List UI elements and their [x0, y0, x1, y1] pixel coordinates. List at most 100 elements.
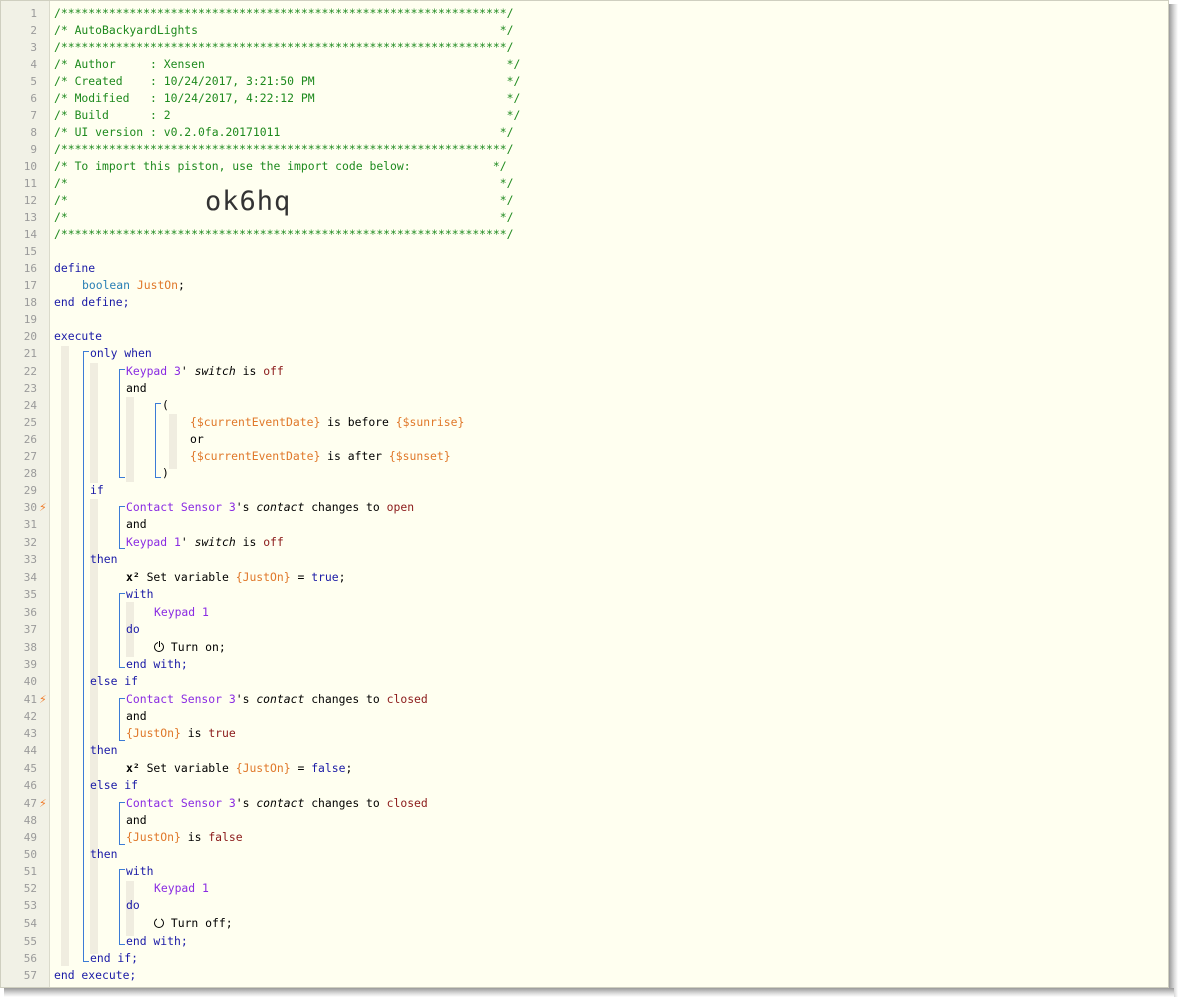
operator-is: is	[242, 364, 257, 378]
semicolon: ;	[178, 278, 185, 292]
window-shadow	[4, 988, 1174, 997]
line-number: 32	[23, 536, 37, 549]
variable-juston[interactable]: JustOn	[136, 278, 179, 292]
keyword-with[interactable]: with	[126, 864, 154, 878]
keyword-only-when[interactable]: only when	[90, 346, 152, 360]
bracket-bottom	[119, 662, 125, 668]
indent-guide	[126, 397, 134, 482]
keyword-else-if[interactable]: else if	[90, 778, 139, 792]
statement-turn-off[interactable]: Turn off;	[154, 915, 233, 932]
bracket-bottom	[83, 956, 89, 962]
possessive: 's	[235, 500, 250, 514]
window-shadow	[1169, 4, 1178, 997]
operator-equals: =	[297, 761, 305, 775]
bracket-bottom	[119, 472, 125, 478]
comment-line: /* UI version : v0.2.0fa.20171011 */	[54, 125, 514, 139]
line-number: 2	[30, 24, 37, 37]
keyword-end-define: end define;	[54, 295, 130, 309]
variable-current-event-date: {$currentEventDate}	[190, 449, 321, 463]
bracket-bottom	[119, 939, 125, 945]
statement-set-variable[interactable]: x² Set variable {JustOn} = true;	[126, 569, 345, 586]
bracket-bottom	[119, 839, 125, 845]
line-number: 23	[23, 382, 37, 395]
line-number: 29	[23, 484, 37, 497]
operator-and[interactable]: and	[126, 381, 147, 395]
trigger-icon: ⚡	[39, 501, 47, 514]
value-closed: closed	[386, 796, 428, 810]
line-number: 34	[23, 571, 37, 584]
possessive: '	[180, 535, 188, 549]
statement-turn-on[interactable]: Turn on;	[154, 639, 226, 656]
operator-is-after: is after	[327, 449, 383, 463]
operator-equals: =	[297, 570, 305, 584]
line-number: 40	[23, 675, 37, 688]
value-off: off	[263, 364, 284, 378]
operator-or[interactable]: or	[190, 432, 204, 446]
line-number: 54	[23, 917, 37, 930]
import-code[interactable]: ok6hq	[205, 186, 292, 217]
line-number: 46	[23, 779, 37, 792]
device-keypad-1[interactable]: Keypad 1	[154, 881, 209, 895]
action-turn-on: Turn on;	[170, 640, 226, 654]
condition-line[interactable]: {JustOn} is true	[126, 725, 236, 742]
close-paren: )	[162, 466, 169, 480]
keyword-end-with: end with;	[126, 657, 188, 671]
keyword-if[interactable]: if	[90, 483, 104, 497]
semicolon: ;	[338, 570, 346, 584]
condition-line[interactable]: Keypad 3' switch is off	[126, 363, 284, 380]
condition-line[interactable]: Contact Sensor 3's contact changes to cl…	[126, 691, 428, 708]
statement-set-variable[interactable]: x² Set variable {JustOn} = false;	[126, 760, 352, 777]
value-true: true	[208, 726, 236, 740]
bracket-top	[83, 351, 89, 357]
keyword-with[interactable]: with	[126, 587, 154, 601]
line-number: 8	[30, 126, 37, 139]
with2-bracket	[119, 869, 120, 943]
condition-line[interactable]: {JustOn} is false	[126, 829, 243, 846]
line-number: 3	[30, 41, 37, 54]
line-number: 42	[23, 710, 37, 723]
condition-line[interactable]: {$currentEventDate} is after {$sunset}	[190, 448, 451, 465]
comment-line: /***************************************…	[54, 227, 514, 241]
value-false: false	[208, 830, 243, 844]
value-closed: closed	[386, 692, 428, 706]
device-keypad-1[interactable]: Keypad 1	[154, 605, 209, 619]
elseif1-bracket	[119, 698, 120, 740]
comment-line: /* */	[54, 193, 514, 207]
line-number: 14	[23, 228, 37, 241]
device-contact-sensor-3: Contact Sensor 3	[126, 796, 236, 810]
line-number: 5	[30, 75, 37, 88]
bracket-top	[155, 403, 161, 409]
operator-and[interactable]: and	[126, 709, 147, 723]
variable-icon: x²	[126, 570, 140, 584]
action-turn-off: Turn off;	[170, 916, 233, 930]
bracket-top	[119, 506, 125, 512]
variable-icon: x²	[126, 761, 140, 775]
bracket-top	[119, 869, 125, 875]
line-number: 57	[23, 969, 37, 982]
condition-line[interactable]: Keypad 1' switch is off	[126, 534, 284, 551]
line-number: 15	[23, 245, 37, 258]
line-number: 26	[23, 433, 37, 446]
operator-changes-to: changes to	[311, 500, 380, 514]
line-number: 4	[30, 58, 37, 71]
comment-line: /***************************************…	[54, 40, 514, 54]
variable-current-event-date: {$currentEventDate}	[190, 415, 321, 429]
possessive: 's	[235, 692, 250, 706]
line-number: 43	[23, 727, 37, 740]
comment-line: /* To import this piston, use the import…	[54, 159, 507, 173]
line-number: 53	[23, 899, 37, 912]
condition-line[interactable]: Contact Sensor 3's contact changes to op…	[126, 499, 414, 516]
keyword-else-if[interactable]: else if	[90, 674, 139, 688]
comment-line: /* Author : Xensen */	[54, 57, 521, 71]
line-number: 48	[23, 814, 37, 827]
condition-line[interactable]: {$currentEventDate} is before {$sunrise}	[190, 414, 464, 431]
condition-line[interactable]: Contact Sensor 3's contact changes to cl…	[126, 795, 428, 812]
operator-and[interactable]: and	[126, 517, 147, 531]
comment-line: /* Build : 2 */	[54, 108, 521, 122]
operator-and[interactable]: and	[126, 813, 147, 827]
operator-is: is	[242, 535, 257, 549]
operator-is: is	[187, 830, 202, 844]
comment-line: /* Modified : 10/24/2017, 4:22:12 PM */	[54, 91, 521, 105]
comment-line: /***************************************…	[54, 6, 514, 20]
line-number: 13	[23, 211, 37, 224]
